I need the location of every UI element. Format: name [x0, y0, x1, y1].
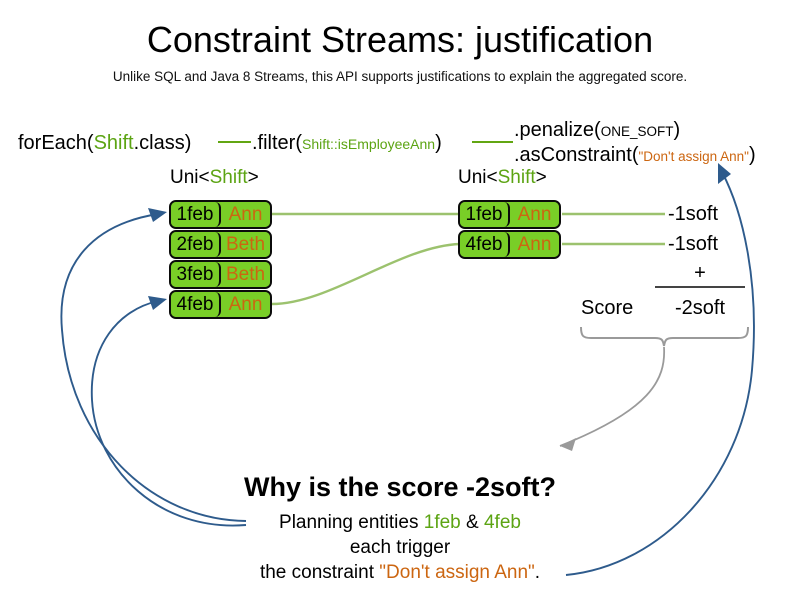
score-explanation-arrow — [559, 346, 666, 447]
shift-card-right-0[interactable]: 1feb Ann — [458, 200, 561, 229]
uni-label-left-type: Shift — [209, 167, 248, 188]
explanation-line-3: the constraint "Don't assign Ann". — [0, 561, 800, 585]
why-heading: Why is the score -2soft? — [243, 472, 557, 502]
shift-date: 2feb — [171, 232, 221, 257]
shift-date: 3feb — [171, 262, 221, 287]
code-as-constraint-arg: "Don't assign Ann" — [638, 149, 749, 164]
code-as-constraint-call: .asConstraint( — [514, 144, 639, 166]
code-penalize-call: .penalize( — [514, 119, 601, 141]
page-subtitle: Unlike SQL and Java 8 Streams, this API … — [112, 69, 688, 84]
explanation-line-3-prefix: the constraint — [259, 562, 380, 583]
code-foreach-call: forEach( — [18, 132, 94, 154]
shift-employee: Ann — [221, 292, 270, 317]
uni-label-right-type: Shift — [497, 167, 536, 188]
code-connector-dash-2 — [472, 141, 513, 143]
code-filter-call: .filter( — [252, 132, 302, 154]
code-filter-tail: ) — [435, 132, 442, 154]
code-penalize-arg: ONE_SOFT — [600, 124, 674, 139]
code-penalize: .penalize(ONE_SOFT) — [514, 118, 680, 144]
explanation-entity-a: 1feb — [423, 512, 461, 533]
shift-date: 1feb — [171, 202, 221, 227]
sum-rule-divider — [655, 286, 745, 288]
code-foreach-type: Shift — [93, 132, 134, 154]
justification-arrow-4feb-head — [148, 296, 167, 310]
shift-card-left-1[interactable]: 2feb Beth — [169, 230, 272, 259]
explanation-line-2: each trigger — [349, 537, 451, 558]
explanation-line-3-suffix: . — [534, 562, 541, 583]
code-connector-dash-1 — [218, 141, 251, 143]
penalty-value-2: -1soft — [668, 233, 719, 255]
shift-employee: Ann — [221, 202, 270, 227]
score-label: Score — [581, 297, 634, 319]
code-foreach-tail: .class) — [133, 132, 192, 154]
uni-label-right-suffix: > — [535, 167, 547, 188]
connector-curve-4feb — [271, 242, 461, 306]
explanation-line-1-joiner: & — [460, 512, 484, 533]
shift-card-left-2[interactable]: 3feb Beth — [169, 260, 272, 289]
penalty-value-1: -1soft — [668, 203, 719, 225]
shift-date: 1feb — [460, 202, 510, 227]
code-foreach: forEach(Shift.class) — [18, 131, 191, 155]
shift-card-left-3[interactable]: 4feb Ann — [169, 290, 272, 319]
code-filter-arg: Shift::isEmployeeAnn — [302, 136, 436, 152]
shift-employee: Beth — [221, 232, 270, 257]
uni-label-left-suffix: > — [247, 167, 259, 188]
shift-date: 4feb — [171, 292, 221, 317]
shift-date: 4feb — [460, 232, 510, 257]
score-total-value: -2soft — [674, 297, 726, 319]
justification-arrow-1feb-head — [148, 208, 167, 222]
code-penalize-tail: ) — [673, 119, 681, 141]
uni-label-left: Uni<Shift> — [170, 167, 259, 189]
explanation-line-1: Planning entities 1feb & 4feb — [0, 511, 800, 535]
explanation-entity-b: 4feb — [483, 512, 521, 533]
explanation-constraint-name: "Don't assign Ann" — [379, 562, 535, 583]
score-explanation-arrowhead — [560, 438, 576, 451]
score-curly-brace — [580, 326, 749, 347]
shift-card-left-0[interactable]: 1feb Ann — [169, 200, 272, 229]
page-title: Constraint Streams: justification — [146, 19, 654, 60]
code-as-constraint: .asConstraint("Don't assign Ann") — [514, 143, 756, 169]
shift-card-right-1[interactable]: 4feb Ann — [458, 230, 561, 259]
code-filter: .filter(Shift::isEmployeeAnn) — [252, 131, 442, 156]
shift-employee: Ann — [510, 202, 559, 227]
shift-employee: Beth — [221, 262, 270, 287]
uni-label-left-prefix: Uni< — [170, 167, 210, 188]
sum-operator: + — [694, 262, 706, 284]
explanation-line-1-prefix: Planning entities — [279, 512, 424, 533]
uni-label-right-prefix: Uni< — [458, 167, 498, 188]
shift-employee: Ann — [510, 232, 559, 257]
uni-label-right: Uni<Shift> — [458, 167, 547, 189]
code-as-constraint-tail: ) — [748, 144, 756, 166]
